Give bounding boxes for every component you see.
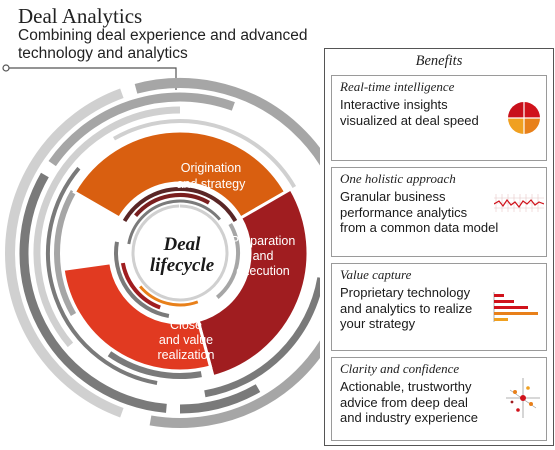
segment-preparation-label-1: Preparation — [231, 234, 296, 248]
benefit-body-line: visualized at deal speed — [340, 112, 479, 128]
benefit-body-line: advice from deep deal — [340, 394, 468, 410]
outer-ring-arc — [48, 92, 235, 167]
benefit-card-clarity: Clarity and confidence Actionable, trust… — [331, 357, 547, 441]
benefit-heading: Value capture — [340, 267, 412, 282]
bar-chart-icon — [493, 292, 538, 322]
benefit-body-line: Proprietary technology — [340, 285, 471, 300]
lifecycle-segments — [61, 129, 310, 379]
segment-preparation-label-3: execution — [236, 264, 290, 278]
outer-ring-arc — [113, 119, 297, 189]
outer-ring-arc — [134, 78, 320, 166]
segment-close-label-2: and value — [159, 333, 213, 347]
benefit-body: Proprietary technology and analytics to … — [340, 285, 472, 332]
benefit-body: Granular business performance analytics … — [340, 189, 498, 236]
center-label-lifecycle: lifecycle — [150, 255, 215, 276]
center-circle — [136, 209, 224, 297]
inner-ring-arc — [122, 187, 238, 223]
page-subtitle: Combining deal experience and advanced t… — [18, 27, 308, 62]
benefit-body-line: performance analytics — [340, 204, 468, 220]
outer-rings — [5, 78, 320, 428]
benefit-heading: One holistic approach — [340, 171, 456, 186]
page-title: Deal Analytics — [18, 4, 143, 28]
benefit-body-line: and industry experience — [340, 410, 479, 425]
inner-ring-arc — [131, 204, 229, 302]
benefits-title: Benefits — [415, 53, 463, 69]
benefit-body: Actionable, trustworthy advice from deep… — [340, 379, 478, 426]
outer-ring-arc — [54, 190, 77, 316]
benefit-body: Interactive insights visualized at deal … — [340, 97, 479, 128]
inner-ring-arc — [139, 285, 199, 307]
outer-ring-arc — [19, 172, 167, 413]
pie-chart-icon — [508, 102, 540, 134]
line-chart-icon — [494, 194, 544, 212]
outer-ring-arc — [149, 340, 320, 428]
outer-ring-arc — [46, 166, 158, 385]
benefit-card-value-capture: Value capture Proprietary technology and… — [331, 263, 547, 351]
inner-ring-arc — [215, 223, 240, 299]
inner-rings — [114, 187, 240, 318]
benefits-panel: Benefits Real-time intelligence Interact… — [324, 48, 554, 446]
benefit-heading: Clarity and confidence — [340, 361, 460, 376]
benefit-body-line: Granular business — [340, 189, 446, 204]
inner-ring-arc — [114, 241, 170, 318]
benefit-card-real-time: Real-time intelligence Interactive insig… — [331, 75, 547, 161]
segment-close-label-3: realization — [158, 348, 215, 362]
inner-ring-arc — [127, 199, 221, 245]
outer-ring-arc — [179, 384, 261, 414]
benefit-body-line: Actionable, trustworthy — [340, 379, 472, 394]
segment-preparation-label-2: and — [253, 249, 274, 263]
inner-ring-arc — [134, 193, 210, 218]
segment-origination-label-1: Origination — [181, 161, 241, 175]
center-label-deal: Deal — [163, 234, 202, 255]
deal-lifecycle-diagram: Deal lifecycle Origination and strategy … — [2, 64, 320, 428]
segment-origination-and-strategy — [72, 129, 288, 221]
outer-ring-arc — [5, 88, 124, 418]
benefit-heading: Real-time intelligence — [340, 79, 455, 94]
benefit-body-line: from a common data model — [340, 220, 499, 235]
scatter-plot-icon — [506, 378, 540, 418]
outer-ring-arc — [107, 351, 202, 379]
benefit-card-holistic: One holistic approach Granular business … — [331, 167, 547, 257]
segment-close-label-1: Close — [170, 318, 202, 332]
benefit-body-line: and analytics to realize — [340, 300, 473, 316]
segment-origination-label-2: and strategy — [177, 177, 247, 191]
outer-ring-arc — [33, 106, 181, 348]
benefit-body-line: Interactive insights — [340, 97, 448, 112]
benefit-body-line: your strategy — [340, 316, 416, 331]
outer-ring-arc — [204, 277, 320, 398]
inner-ring-arc — [120, 262, 161, 310]
segment-close-and-value-realization — [61, 261, 213, 373]
segment-preparation-and-execution — [196, 186, 310, 379]
